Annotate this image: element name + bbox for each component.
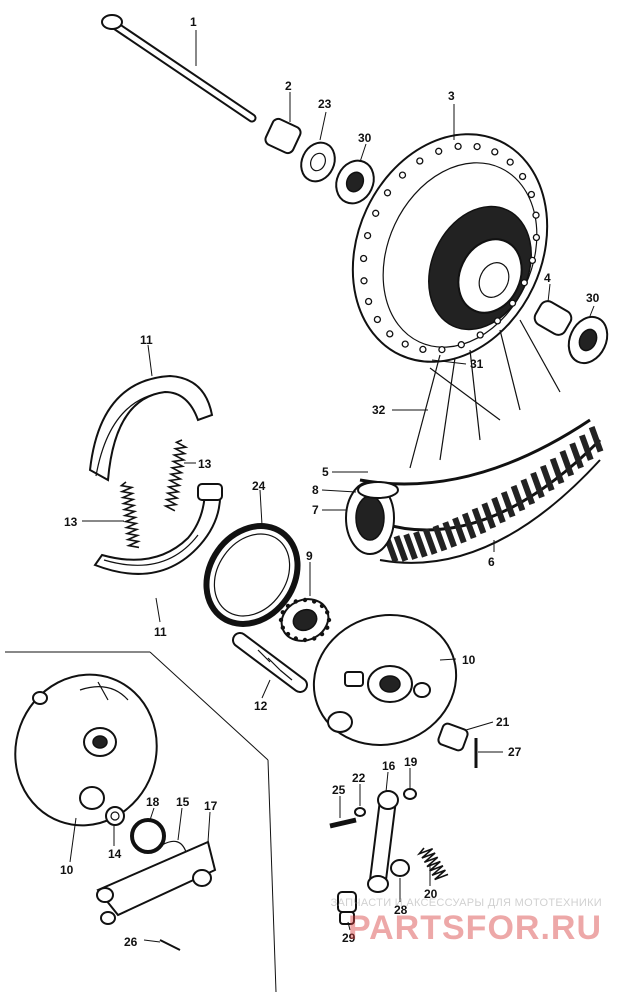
gear-part xyxy=(278,597,332,643)
watermark-tagline: ЗАПЧАСТИ И АКСЕССУАРЫ ДЛЯ МОТОТЕХНИКИ xyxy=(330,897,602,909)
callout-17: 17 xyxy=(204,799,218,813)
callout-16: 16 xyxy=(382,759,396,773)
leader-lines xyxy=(69,30,595,943)
callout-9: 9 xyxy=(306,549,313,563)
bearing-30b-part xyxy=(567,315,609,365)
brake-springs-part xyxy=(119,439,189,549)
callout-27: 27 xyxy=(508,745,522,759)
callout-6: 6 xyxy=(488,555,495,569)
gear-teeth xyxy=(278,597,332,643)
callout-4: 4 xyxy=(544,271,551,285)
collar-part xyxy=(533,300,573,336)
callout-labels: 1 2 23 30 3 4 30 31 32 5 8 7 6 11 13 13 … xyxy=(60,15,600,949)
callout-24: 24 xyxy=(252,479,266,493)
bearing-30a-part xyxy=(335,159,375,205)
callout-12: 12 xyxy=(254,699,268,713)
brake-panel-right-part xyxy=(312,614,458,746)
watermark: ЗАПЧАСТИ И АКСЕССУАРЫ ДЛЯ МОТОТЕХНИКИ PA… xyxy=(331,897,602,948)
adjust-nut-part xyxy=(337,891,357,925)
callout-13b: 13 xyxy=(64,515,78,529)
brake-shoe-lower-part xyxy=(93,483,223,575)
shaft-part xyxy=(232,632,308,693)
callout-13a: 13 xyxy=(198,457,212,471)
callout-28: 28 xyxy=(394,903,408,917)
callout-7: 7 xyxy=(312,503,319,517)
spokes-part xyxy=(409,319,561,469)
brake-shoe-upper-part xyxy=(88,374,214,482)
callout-26: 26 xyxy=(124,935,138,949)
joint-part xyxy=(390,859,410,877)
callout-10b: 10 xyxy=(60,863,74,877)
inset-frame xyxy=(5,651,277,993)
arm-spring-part xyxy=(416,847,449,881)
pin-26-part xyxy=(159,939,181,951)
brake-panel-left-part xyxy=(14,673,158,827)
callout-21: 21 xyxy=(496,715,510,729)
callout-19: 19 xyxy=(404,755,418,769)
seal-ring-part xyxy=(203,523,301,627)
callout-29: 29 xyxy=(342,931,356,945)
callout-30b: 30 xyxy=(586,291,600,305)
callout-1: 1 xyxy=(190,15,197,29)
spacer-part xyxy=(264,117,302,155)
brake-arm-part xyxy=(367,788,417,893)
callout-5: 5 xyxy=(322,465,329,479)
wheel-hub-part xyxy=(351,133,549,363)
callout-15: 15 xyxy=(176,795,190,809)
callout-20: 20 xyxy=(424,887,438,901)
callout-11b: 11 xyxy=(154,625,167,639)
wear-indicator-17-part xyxy=(96,840,217,925)
callout-22: 22 xyxy=(352,771,366,785)
bolt-part xyxy=(329,807,366,829)
callout-32: 32 xyxy=(372,403,386,417)
seal-18-part xyxy=(130,818,166,854)
callout-30a: 30 xyxy=(358,131,372,145)
cam-nut-part xyxy=(437,722,478,768)
callout-10a: 10 xyxy=(462,653,476,667)
washer-14-part xyxy=(105,806,125,826)
rim-part xyxy=(345,481,399,555)
spoke-holes xyxy=(359,142,541,354)
axle-part xyxy=(101,14,257,123)
callout-25: 25 xyxy=(332,783,346,797)
bearing-23-part xyxy=(300,141,336,183)
callout-23: 23 xyxy=(318,97,332,111)
callout-14: 14 xyxy=(108,847,122,861)
callout-8: 8 xyxy=(312,483,319,497)
callout-3: 3 xyxy=(448,89,455,103)
callout-18: 18 xyxy=(146,795,160,809)
watermark-brand: PARTSFOR.RU xyxy=(347,909,602,947)
callout-2: 2 xyxy=(285,79,292,93)
callout-11a: 11 xyxy=(140,333,153,347)
callout-31: 31 xyxy=(470,357,484,371)
